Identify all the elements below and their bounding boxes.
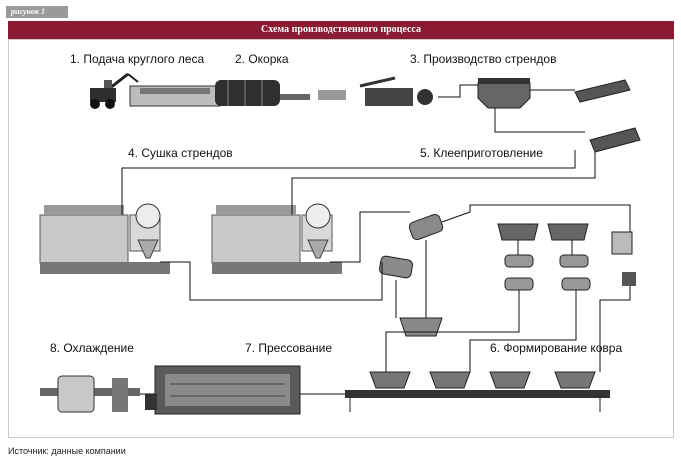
step-strand-production: 3. Производство стрендов	[410, 52, 557, 66]
forming-bins	[497, 223, 636, 291]
step-debarking: 2. Окорка	[235, 52, 289, 66]
step-cooling: 8. Охлаждение	[50, 341, 134, 355]
step-pressing: 7. Прессование	[245, 341, 333, 355]
diagram-title: Схема производственного процесса	[8, 21, 674, 39]
step-round-wood-feed: 1. Подача круглого леса	[70, 52, 205, 66]
press-machine	[145, 365, 301, 415]
step-glue-preparation: 5. Клееприготовление	[420, 146, 543, 160]
debarker-machine	[129, 80, 310, 107]
blenders	[378, 213, 444, 337]
figure-tag: рисунок 1	[6, 6, 68, 18]
log-loader-machine	[90, 72, 139, 109]
flow-lines	[121, 84, 631, 395]
diagram-frame	[8, 39, 674, 438]
forming-line	[345, 371, 610, 412]
step-strand-drying: 4. Сушка стрендов	[128, 146, 233, 160]
strand-bins	[477, 78, 631, 109]
dryer-left	[39, 203, 170, 274]
step-mat-forming: 6. Формирование ковра	[490, 341, 623, 355]
source-note: Источник: данные компании	[8, 446, 126, 456]
log-conveyor	[318, 76, 433, 106]
dryer-right	[211, 203, 342, 274]
glue-mixer	[589, 127, 641, 153]
cooler-machine	[40, 375, 140, 413]
